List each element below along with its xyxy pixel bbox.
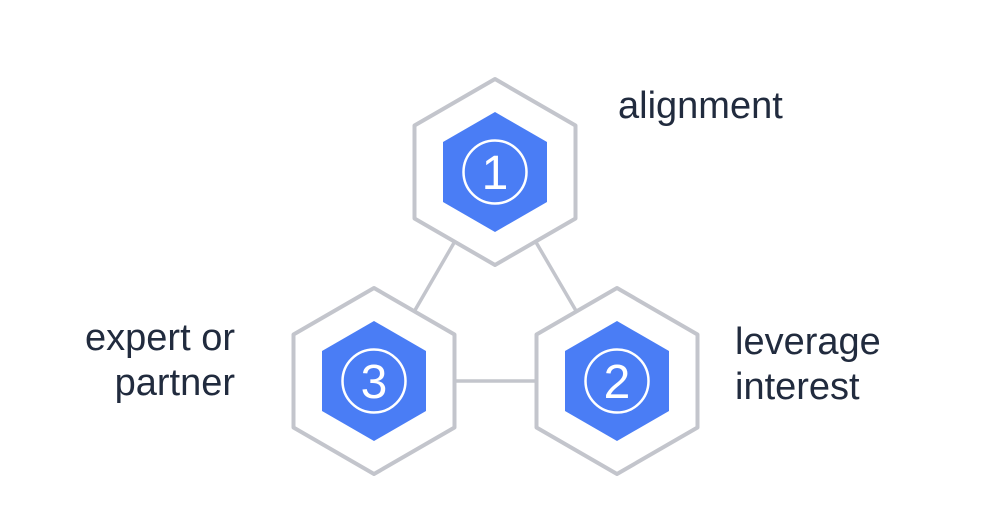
number-circle xyxy=(341,348,407,414)
label-line: partner xyxy=(114,362,235,404)
inner-hexagon xyxy=(565,321,669,441)
node-1-alignment: 1 xyxy=(412,77,578,267)
inner-hexagon xyxy=(443,112,547,232)
label-line: leverage xyxy=(735,321,881,363)
node-2-leverage-interest: 2 xyxy=(534,286,700,476)
label-line: alignment xyxy=(618,85,783,127)
label-line: expert or xyxy=(85,317,235,359)
node-number: 1 xyxy=(482,147,509,200)
node-3-expert-or-partner: 3 xyxy=(291,286,457,476)
inner-hexagon xyxy=(322,321,426,441)
node-number: 2 xyxy=(604,356,631,409)
label-expert-or-partner: expert or partner xyxy=(85,316,235,406)
label-alignment: alignment xyxy=(618,84,783,129)
label-line: interest xyxy=(735,366,860,408)
label-leverage-interest: leverage interest xyxy=(735,320,881,410)
number-circle xyxy=(584,348,650,414)
number-circle xyxy=(462,139,528,205)
node-number: 3 xyxy=(361,356,388,409)
